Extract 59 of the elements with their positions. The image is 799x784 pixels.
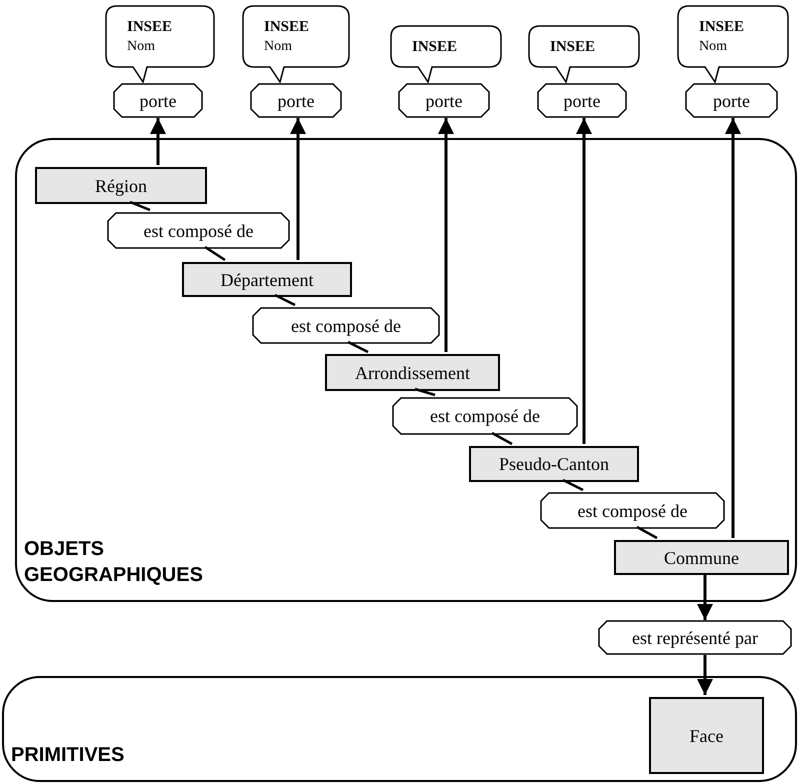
- relation-label: porte: [713, 92, 750, 110]
- connector-line: [130, 200, 150, 212]
- connector-line: [562, 478, 584, 492]
- relation-octagon: [537, 83, 627, 118]
- connector-line: [347, 340, 369, 354]
- connector-line: [414, 388, 436, 396]
- group-heading: PRIMITIVES: [11, 743, 124, 768]
- entity-label: Arrondissement: [355, 364, 470, 382]
- relation-label: porte: [278, 92, 314, 110]
- arrow: [438, 118, 454, 352]
- attribute-text: INSEE: [264, 18, 310, 37]
- attribute-text: INSEE: [550, 38, 596, 57]
- relation-octagon: [398, 83, 490, 118]
- attribute-text: INSEE: [699, 18, 744, 37]
- arrow: [150, 118, 166, 165]
- arrow: [697, 655, 713, 695]
- speech-bubble: [528, 25, 640, 83]
- entity-label: Département: [220, 270, 314, 288]
- attribute-text: Nom: [127, 38, 156, 56]
- connector-line: [491, 432, 513, 446]
- relation-label: est composé de: [578, 502, 688, 520]
- entity-box: [469, 446, 639, 482]
- entity-box: [35, 167, 207, 204]
- relation-label: est composé de: [144, 222, 254, 240]
- relation-label: est composé de: [291, 316, 401, 334]
- entity-label: Face: [690, 726, 724, 744]
- speech-bubble: [677, 5, 789, 83]
- arrow: [697, 573, 713, 620]
- entity-box: [614, 540, 789, 575]
- relation-label: porte: [140, 92, 176, 110]
- relation-label: est représenté par: [632, 628, 758, 646]
- attribute-text: Nom: [699, 38, 728, 56]
- group-heading: OBJETS GEOGRAPHIQUES: [24, 537, 204, 588]
- group-panel: [2, 676, 797, 782]
- speech-bubble: [105, 5, 215, 83]
- speech-bubble: [242, 5, 350, 83]
- entity-box: [325, 354, 500, 391]
- speech-bubble: [390, 25, 502, 83]
- entity-box: [182, 262, 352, 297]
- relation-label: porte: [426, 92, 462, 110]
- relation-octagon: [113, 83, 203, 118]
- relation-octagon: [250, 83, 342, 118]
- connector-line: [274, 294, 296, 306]
- entity-label: Commune: [664, 548, 739, 566]
- connector-line: [204, 246, 226, 262]
- entity-label: Région: [95, 176, 147, 194]
- arrow: [576, 118, 592, 444]
- relation-label: porte: [564, 92, 600, 110]
- relation-octagon: [685, 83, 778, 118]
- entity-label: Pseudo-Canton: [499, 455, 609, 473]
- entity-box: [649, 697, 764, 774]
- arrow: [290, 118, 306, 260]
- relation-label: est composé de: [430, 407, 540, 425]
- connector-line: [636, 526, 658, 540]
- group-panel: [15, 138, 797, 602]
- arrow: [725, 118, 741, 538]
- attribute-text: INSEE: [412, 38, 458, 57]
- attribute-text: INSEE: [127, 18, 172, 37]
- attribute-text: Nom: [264, 38, 293, 56]
